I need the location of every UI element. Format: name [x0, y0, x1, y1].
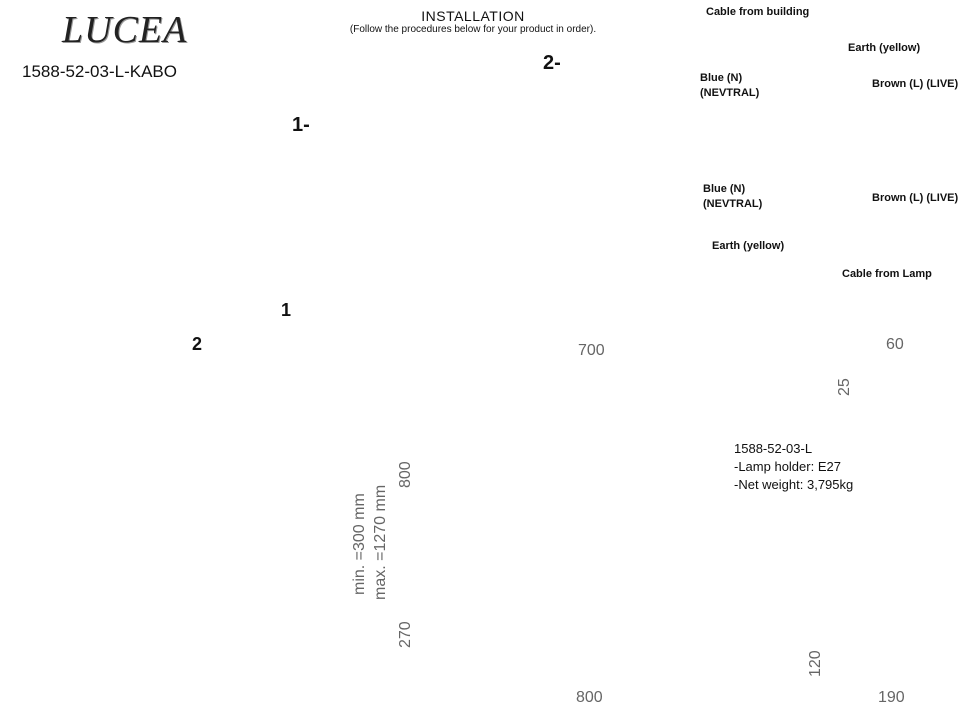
dim-canopy-height: 25 — [836, 378, 853, 396]
step2-lamp-illustration — [580, 52, 678, 236]
dim-max-height: max. =1270 mm — [372, 484, 389, 600]
installation-title: INSTALLATION — [421, 8, 525, 24]
blue-bottom-label-2: (NEVTRAL) — [703, 198, 763, 210]
brown-top-label: Brown (L) (LIVE) — [872, 78, 959, 90]
dim-canopy-depth: 60 — [886, 336, 904, 353]
earth-top-label: Earth (yellow) — [848, 42, 921, 54]
mounting-bracket-illustration — [82, 104, 196, 163]
step1-canopy-illustration — [322, 114, 560, 218]
pendant-lamp-3 — [252, 215, 328, 522]
blue-top-label-2: (NEVTRAL) — [700, 87, 760, 99]
arrow-down-icon — [278, 268, 294, 301]
pendant-lamp-1 — [4, 215, 80, 524]
earth-bottom-label: Earth (yellow) — [712, 240, 785, 252]
brown-bottom-label: Brown (L) (LIVE) — [872, 192, 959, 204]
arrow2-label: 2 — [192, 334, 203, 354]
dim-shade-diameter: 190 — [878, 689, 905, 706]
step2-label: 2- — [543, 52, 561, 74]
dim-cable-length: 800 — [397, 461, 414, 488]
technical-drawing-front — [386, 352, 754, 712]
dim-canopy-width: 700 — [578, 342, 605, 359]
canopy-highlight-box — [17, 180, 312, 247]
technical-drawing-side — [829, 355, 937, 705]
model-code: 1588-52-03-L-KABO — [22, 62, 177, 81]
pendant-lamp-2 — [128, 215, 204, 524]
canopy-bar — [23, 202, 306, 216]
spec-model: 1588-52-03-L — [734, 441, 813, 456]
spec-net-weight: -Net weight: 3,795kg — [734, 477, 854, 492]
arrow1-label: 1 — [281, 300, 292, 320]
blue-top-label-1: Blue (N) — [700, 72, 743, 84]
dim-shade-height: 120 — [807, 650, 824, 677]
arrow-up-icon — [191, 363, 207, 392]
blue-bottom-label-1: Blue (N) — [703, 183, 746, 195]
step1-box — [315, 89, 567, 215]
dim-min-height: min. =300 mm — [351, 493, 368, 595]
dim-overall-width: 800 — [576, 689, 603, 706]
spec-block: 1588-52-03-L -Lamp holder: E27 -Net weig… — [734, 440, 853, 494]
cable-hook-illustration — [207, 65, 263, 167]
cable-from-building-label: Cable from building — [706, 6, 810, 18]
step2-box — [575, 42, 684, 248]
installation-subtitle: (Follow the procedures below for your pr… — [349, 24, 597, 35]
brand-logo: LUCEA — [62, 9, 188, 51]
cable-from-lamp-label: Cable from Lamp — [842, 268, 932, 280]
spec-lamp-holder: -Lamp holder: E27 — [734, 459, 841, 474]
dim-lamp-height: 270 — [397, 621, 414, 648]
lamp-highlight-box — [117, 392, 214, 543]
step1-label: 1- — [292, 114, 310, 136]
